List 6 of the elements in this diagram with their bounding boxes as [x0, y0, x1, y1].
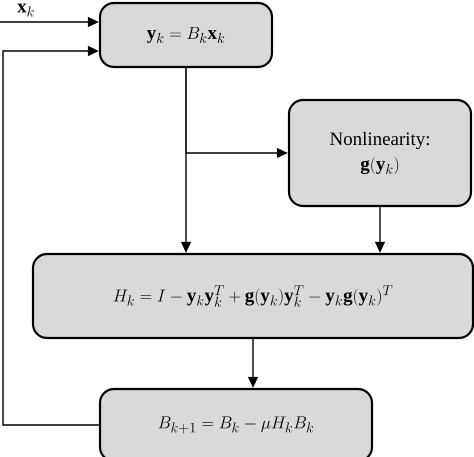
edge-label: $\mathbf{x}_k$ — [17, 4, 34, 16]
formula-box: $B_{k+1} = B_k - \mu H_k B_k$ — [98, 388, 374, 457]
formula-box: $H_k = I - \mathbf{y}_k\mathbf{y}_k^T + \mathbf{g}(\mathbf{y}_k)\mathbf{y}_k^T - \mathbf{y}_k\mathbf{g}(\mathbf{y}_k)^T$ — [32, 252, 474, 340]
formula-box: $\mathbf{y}_k = B_k\mathbf{x}_k$ — [98, 2, 274, 68]
arrow — [2, 46, 99, 426]
formula-box: Nonlinearity: $\mathbf{g}(\mathbf{y}_k)$ — [288, 98, 472, 208]
